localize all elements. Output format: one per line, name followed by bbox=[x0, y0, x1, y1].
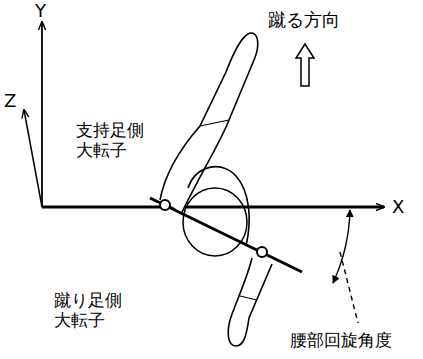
knee-line bbox=[200, 120, 229, 126]
kick-direction-arrow bbox=[296, 44, 314, 86]
axis-label: X bbox=[392, 196, 404, 218]
rotation-angle-arc bbox=[333, 210, 350, 283]
part-label: 支持足側 大転子 bbox=[76, 120, 151, 161]
kicking-leg bbox=[228, 258, 272, 346]
hip-line bbox=[150, 198, 302, 272]
y-axis bbox=[41, 22, 43, 207]
direction-label: 蹴る方向 bbox=[268, 9, 340, 31]
axis-label: Y bbox=[35, 0, 46, 22]
kick-trochanter bbox=[257, 247, 267, 257]
angle-label: 腰部回旋角度 bbox=[290, 330, 392, 350]
torso bbox=[183, 188, 247, 256]
support-leg bbox=[160, 33, 258, 212]
arm bbox=[188, 167, 249, 246]
knee-line bbox=[240, 296, 257, 300]
part-label: 蹴り足側 大転子 bbox=[54, 290, 129, 331]
z-axis bbox=[24, 110, 42, 207]
x-axis bbox=[42, 206, 384, 209]
leader-line bbox=[340, 252, 358, 323]
axis-label: Z bbox=[4, 90, 16, 112]
support-trochanter bbox=[160, 200, 170, 210]
